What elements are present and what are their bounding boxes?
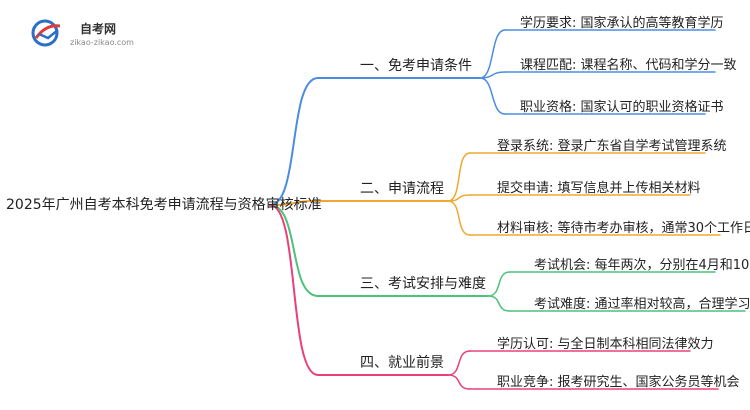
branch-2-leaf-1-curve [447,152,471,202]
leaf-submit-application: 提交申请: 填写信息并上传相关材料 [497,181,701,196]
leaf-exam-opportunity: 考试机会: 每年两次，分别在4月和10月 [534,258,750,273]
branch-4-label: 四、就业前景 [360,355,444,371]
leaf-degree-recognition: 学历认可: 与全日制本科相同法律效力 [497,337,714,352]
branch-3-label: 三、考试安排与难度 [360,276,486,292]
branch-1-leaf-1-curve [479,29,506,79]
leaf-professional-qualification: 职业资格: 国家认可的职业资格证书 [520,100,724,115]
branch-1-label: 一、免考申请条件 [360,58,472,74]
branch-1-curve [269,77,319,206]
leaf-login-system: 登录系统: 登录广东省自学考试管理系统 [497,139,727,154]
branch-1-leaf-3-curve [479,77,506,115]
logo-url: zikao-zikao.com [70,38,134,47]
branch-2-leaf-2-curve [447,194,471,202]
logo-title: 自考网 [80,22,117,36]
branch-3-leaf-2-curve [487,295,511,312]
branch-2-curve [269,200,319,206]
branch-2-label: 二、申请流程 [360,181,444,197]
branch-4-leaf-1-curve [447,350,471,376]
branch-4-curve [269,204,319,376]
branch-1-leaf-2-curve [479,71,506,79]
branch-4-leaf-2-curve [447,374,471,390]
leaf-exam-difficulty: 考试难度: 通过率相对较高，合理学习计划 [534,297,750,312]
leaf-material-review: 材料审核: 等待市考办审核，通常30个工作日 [497,221,750,236]
leaf-course-match: 课程匹配: 课程名称、代码和学分一致 [520,58,737,73]
logo-icon [31,19,61,47]
site-logo: 自考网 zikao-zikao.com [30,16,150,50]
leaf-education-requirement: 学历要求: 国家承认的高等教育学历 [520,16,724,31]
branch-2-leaf-3-curve [447,200,471,236]
branch-3-curve [269,204,319,297]
leaf-career-competition: 职业竞争: 报考研究生、国家公务员等机会 [497,375,740,390]
root-topic: 2025年广州自考本科免考申请流程与资格审核标准 [6,197,322,213]
branch-3-leaf-1-curve [487,271,511,297]
